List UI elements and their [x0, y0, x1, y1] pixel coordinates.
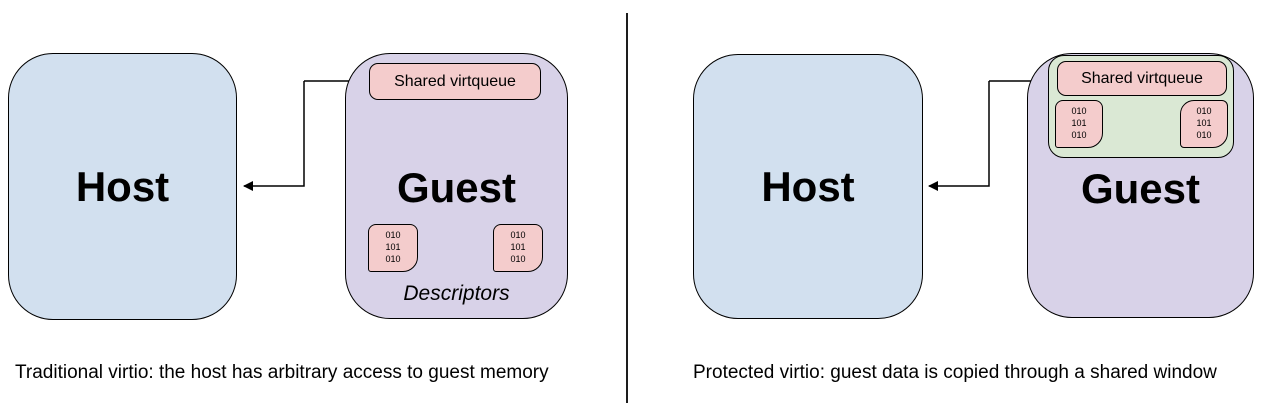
right-descriptor-bits-1: 010 101 010: [1071, 106, 1087, 140]
right-descriptor-bits-2: 010 101 010: [1196, 106, 1212, 140]
left-shared-virtqueue-label: Shared virtqueue: [394, 72, 516, 90]
left-caption: Traditional virtio: the host has arbitra…: [15, 362, 549, 383]
right-descriptor-box-2: 010 101 010: [1180, 100, 1228, 148]
left-virtqueue-to-host-arrow: [243, 81, 305, 191]
panel-divider: [626, 13, 628, 403]
left-descriptor-box-1: 010 101 010: [368, 224, 418, 272]
right-shared-virtqueue-box: Shared virtqueue: [1057, 61, 1227, 96]
right-host-label: Host: [761, 162, 855, 210]
right-shared-virtqueue-label: Shared virtqueue: [1081, 69, 1203, 87]
left-descriptor-box-2: 010 101 010: [493, 224, 543, 272]
left-host-label: Host: [75, 162, 170, 210]
left-host-box: Host: [8, 53, 237, 320]
right-guest-label: Guest: [1080, 165, 1201, 212]
left-guest-label: Guest: [396, 164, 517, 211]
left-descriptor-bits-1: 010 101 010: [385, 230, 401, 264]
left-descriptor-bits-2: 010 101 010: [510, 230, 526, 264]
right-caption: Protected virtio: guest data is copied t…: [693, 362, 1217, 383]
left-descriptors-label: Descriptors: [403, 282, 510, 305]
right-virtqueue-to-host-arrow: [928, 81, 990, 191]
right-descriptor-box-1: 010 101 010: [1055, 100, 1103, 148]
left-shared-virtqueue-box: Shared virtqueue: [369, 63, 541, 100]
right-host-box: Host: [693, 54, 923, 319]
